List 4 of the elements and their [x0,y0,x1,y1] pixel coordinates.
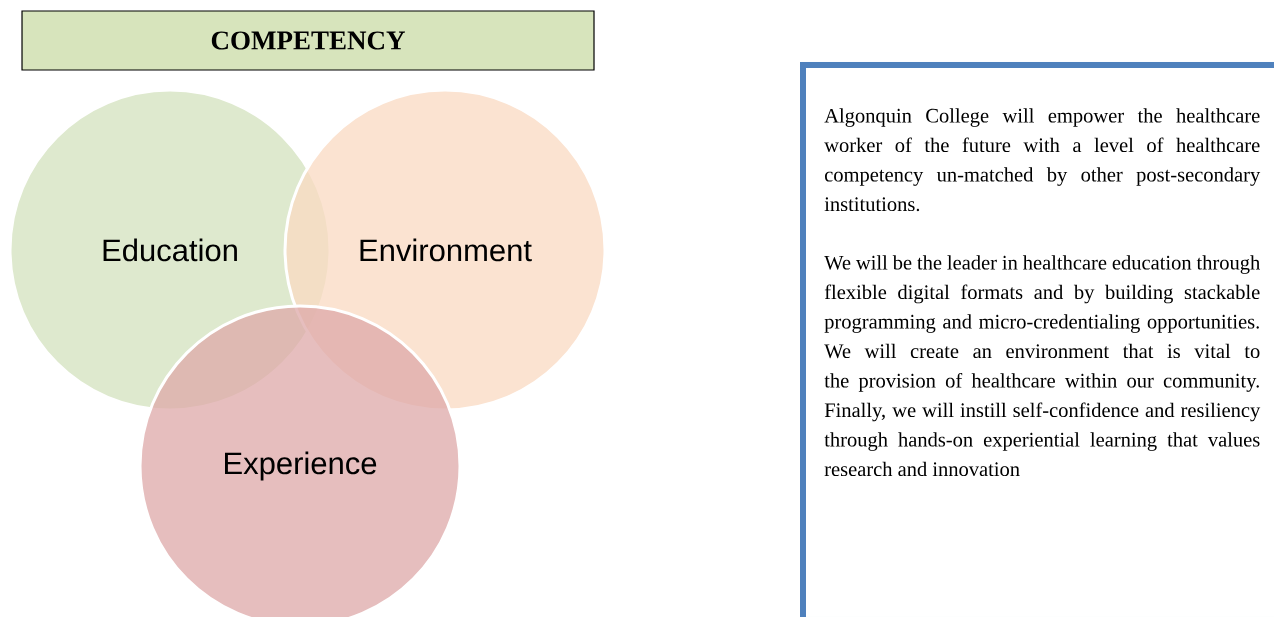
node-label: We will be the leader in healthcare education through flexible digital formats and by building stackable programming and micro-credentialing opportunities. We will create an environment that is vital to the provision of healthcare within our community. Finally, we will instill self-confidence and resiliency through hands-on experiential learning that values research and innovation [824,255,1261,477]
title-box: COMPETENCY [21,10,595,71]
node-label: Algonquin College will empower the healthcare worker of the future with a level of healthcare competency un-matched by other post-secondary institutions. [824,108,1261,212]
text-panel: Algonquin College will empower the healthcare worker of the future with a level of healthcare competency un-matched by other post-secondary institutions. We will be the leader in healthcare education through flexible digital formats and by building stackable programming and micro-credentialing opportunities. We will create an environment that is vital to the provision of healthcare within our community. Finally, we will instill self-confidence and resiliency through hands-on experiential learning that values research and innovation [800,62,1274,617]
